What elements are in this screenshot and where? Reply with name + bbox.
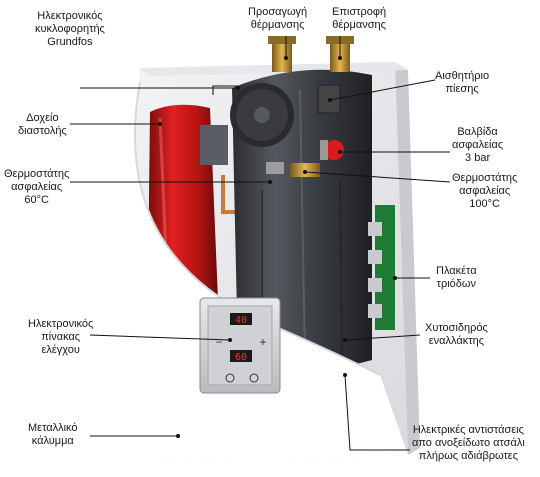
minus-button[interactable]: − bbox=[215, 335, 222, 349]
control-panel: 40 60 − + bbox=[200, 298, 280, 393]
plus-button[interactable]: + bbox=[259, 335, 266, 349]
display-top-value: 40 bbox=[235, 315, 247, 326]
display-bottom-value: 60 bbox=[235, 352, 247, 363]
supply-pipe bbox=[268, 36, 296, 72]
safety-valve bbox=[320, 140, 344, 160]
